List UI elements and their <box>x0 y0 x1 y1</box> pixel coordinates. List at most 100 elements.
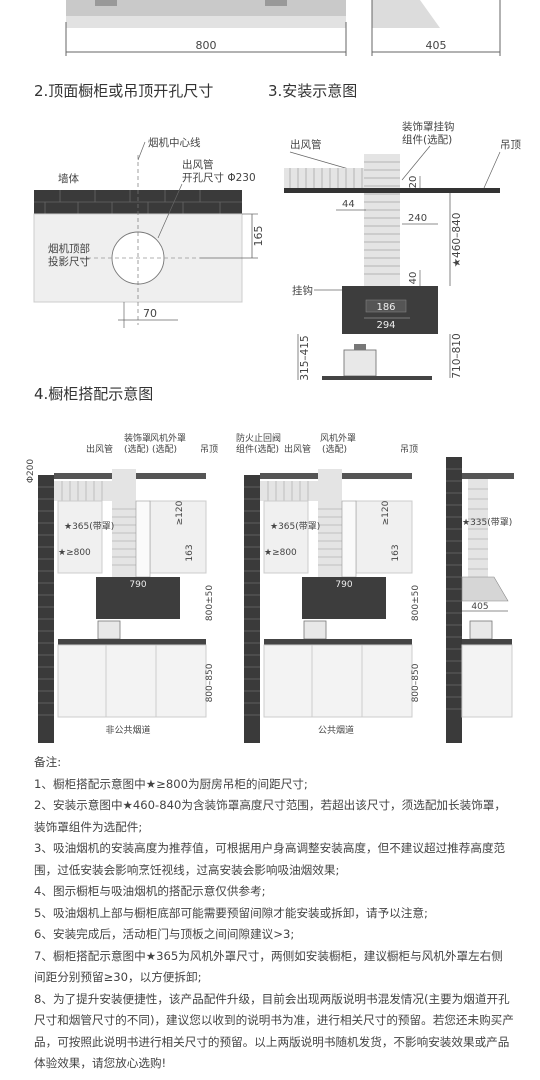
duct-ribs <box>468 488 488 570</box>
dim-800-50: 800±50 <box>411 585 421 621</box>
note-item: 3、吸油烟机的安装高度为推荐值，可根据用户身高调整安装高度，但不建议超过推荐高度… <box>34 841 506 877</box>
wall-column <box>244 475 260 743</box>
cabinet-diagram-a: Φ200 装饰罩 (选配) 出风管 风机外罩 (选配) 吊顶 ★365(带罩) … <box>26 432 218 743</box>
label-ceiling: 吊顶 <box>200 444 218 455</box>
dim-790: 790 <box>129 580 146 590</box>
dim-800-850: 800–850 <box>411 663 421 702</box>
ceiling-board <box>284 188 500 193</box>
countertop <box>264 639 412 645</box>
note-item: 5、吸油烟机上部与橱柜底部可能需要预留间隙才能安装或拆卸，请予以注意; <box>34 905 428 920</box>
note-item: 8、为了提升安装便捷性，该产品配件升级，目前会出现两版说明书混发情况(主要为烟道… <box>34 991 514 1071</box>
flex-duct-vertical <box>364 154 400 286</box>
dim-800: 800 <box>196 39 217 52</box>
dim-790: 790 <box>335 580 352 590</box>
label-projection: 烟机顶部 <box>48 242 90 255</box>
upper-cabinet-left <box>263 500 309 574</box>
label-center-line: 烟机中心线 <box>148 136 201 149</box>
upper-cabinet-right <box>149 500 207 574</box>
dim-phi200: Φ200 <box>26 459 36 484</box>
dim-800: ★≥800 <box>264 548 297 558</box>
note-item: 6、安装完成后，活动柜门与顶板之间间隙建议>3; <box>34 927 295 941</box>
countertop <box>462 639 512 645</box>
dim-365: ★365(带罩) <box>270 521 320 532</box>
hood-body <box>96 577 180 619</box>
pot <box>303 620 327 640</box>
label-fire-valve-opt: 组件(选配) <box>236 443 279 455</box>
note-item: 4、图示橱柜与吸油烟机的搭配示意仅供参考; <box>34 884 266 898</box>
dim-70: 70 <box>143 307 157 320</box>
duct-ribs <box>61 481 136 566</box>
hood-light <box>95 0 117 6</box>
notes-block: 备注: 1、橱柜搭配示意图中★≥800为厨房吊柜的间距尺寸; 2、安装示意图中★… <box>34 752 514 1075</box>
label-non-public-flue: 非公共烟道 <box>105 724 150 736</box>
section4-diagrams: Φ200 装饰罩 (选配) 出风管 风机外罩 (选配) 吊顶 ★365(带罩) … <box>26 432 514 743</box>
dim-40: 40 <box>408 272 419 285</box>
cooktop <box>322 376 432 380</box>
label-outlet: 出风管 <box>284 443 311 455</box>
dim-800: ★≥800 <box>58 548 91 558</box>
section2-diagram: 烟机中心线 墙体 出风管 开孔尺寸 Φ230 烟机顶部 投影尺寸 165 70 <box>33 136 265 328</box>
hood-panel-186 <box>365 299 407 313</box>
label-hook-assembly: 装饰罩挂钩 <box>402 120 455 133</box>
label-outlet: 出风管 <box>86 443 113 455</box>
ceiling-board <box>462 473 514 479</box>
hood-body <box>302 577 386 619</box>
hood-cover <box>135 500 151 578</box>
label-hood-cover-opt: (选配) <box>152 443 177 455</box>
dim-315-415: 315–415 <box>299 335 311 380</box>
upper-cabinet-left <box>57 500 103 574</box>
label-public-flue: 公共烟道 <box>318 724 354 736</box>
upper-cabinet-right <box>355 500 413 574</box>
hood-cover <box>341 500 357 578</box>
top-dimension-diagram: 800 405 <box>65 0 501 56</box>
section3-title: 3.安装示意图 <box>268 82 358 100</box>
label-hook-optional: 组件(选配) <box>402 133 452 146</box>
section4-title: 4.橱柜搭配示意图 <box>34 385 154 403</box>
hood-panel <box>66 16 346 28</box>
dim-120: ≥120 <box>381 500 391 525</box>
dim-800-50: 800±50 <box>205 585 215 621</box>
base-cabinet <box>57 644 207 718</box>
label-cover-opt: (选配) <box>124 443 149 455</box>
label-hood-cover-opt: (选配) <box>322 443 347 455</box>
wall-brick-lines <box>244 486 260 716</box>
base-cabinet <box>461 644 513 718</box>
dim-365: ★365(带罩) <box>64 521 114 532</box>
dim-460-840: ★460–840 <box>451 213 463 268</box>
cabinet-diagram-b: 防火止回阀 组件(选配) 出风管 风机外罩 (选配) 吊顶 ★365(带罩) ★… <box>236 432 421 743</box>
pot <box>343 349 377 377</box>
dim-294: 294 <box>376 320 395 331</box>
pot <box>469 620 493 640</box>
wall-column <box>38 475 54 743</box>
hood-side <box>461 576 509 602</box>
dim-20: 20 <box>408 176 419 189</box>
label-outlet-pipe: 出风管 <box>290 138 322 151</box>
countertop <box>58 639 206 645</box>
cabinet-diagram-c: ★335(带罩) 405 <box>446 457 514 743</box>
dim-405: 405 <box>471 602 488 612</box>
pot-lid-knob <box>354 344 366 350</box>
leader <box>157 183 183 239</box>
dim-800-850: 800–850 <box>205 663 215 702</box>
wall-column <box>446 457 462 743</box>
hood-light <box>265 0 287 6</box>
wall-brick-lines <box>38 486 54 716</box>
duct-vertical <box>318 469 342 577</box>
label-projection-size: 投影尺寸 <box>48 255 90 268</box>
label-ceiling: 吊顶 <box>400 444 418 455</box>
dim-163: 163 <box>391 544 401 561</box>
wall-brick-lines <box>446 468 462 710</box>
duct-ribs <box>267 481 342 566</box>
dim-120: ≥120 <box>175 500 185 525</box>
pot <box>97 620 121 640</box>
base-cabinet <box>263 644 413 718</box>
label-cover: 装饰罩 <box>124 432 151 444</box>
section2-title: 2.顶面橱柜或吊顶开孔尺寸 <box>34 82 214 100</box>
label-ceiling: 吊顶 <box>500 139 521 151</box>
note-item: 1、橱柜搭配示意图中★≥800为厨房吊柜的间距尺寸; <box>34 776 308 791</box>
label-hood-cover: 风机外罩 <box>150 432 186 444</box>
section3-diagram: 出风管 装饰罩挂钩 组件(选配) 吊顶 20 44 240 ★460–840 4… <box>284 120 521 381</box>
dim-710-810: 710–810 <box>451 333 463 378</box>
leader <box>483 151 501 189</box>
label-wall: 墙体 <box>58 172 79 185</box>
